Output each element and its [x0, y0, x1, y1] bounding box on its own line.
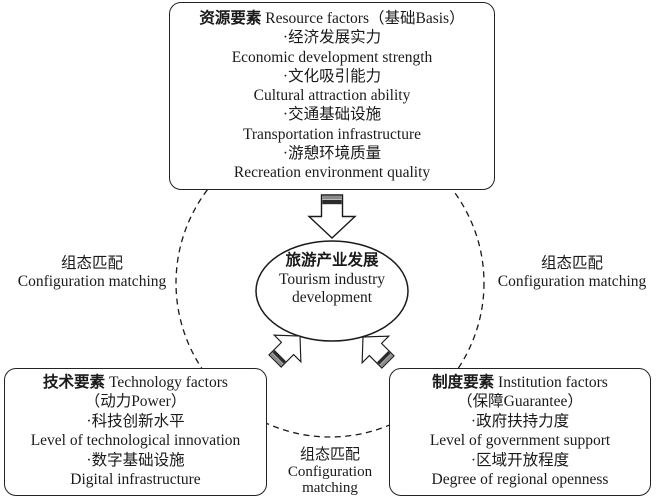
technology-box-heading: 技术要素 Technology factors: [5, 373, 266, 392]
label-zh: 组态匹配: [540, 255, 603, 272]
box-line: Degree of regional openness: [431, 471, 609, 489]
configuration-matching-label-bottom: 组态匹配 Configuration matching: [270, 447, 390, 497]
label-en: Configuration matching: [497, 273, 647, 291]
label-zh: 组态匹配: [60, 255, 123, 272]
label-zh: 组态匹配: [299, 447, 360, 463]
box-line: Level of technological innovation: [30, 432, 241, 450]
label-en: Configuration: [287, 463, 373, 480]
box-line: Level of government support: [429, 432, 611, 450]
institution-box-heading: 制度要素 Institution factors: [390, 373, 650, 392]
box-line: Digital infrastructure: [70, 471, 201, 489]
resource-box-heading-en: Resource factors（基础Basis）: [261, 10, 465, 27]
resource-factors-box: 资源要素 Resource factors（基础Basis） ·经济发展实力 E…: [169, 2, 495, 190]
box-line: ·经济发展实力: [282, 29, 382, 47]
institution-factors-box: 制度要素 Institution factors （保障Guarantee） ·…: [389, 368, 651, 496]
box-line: ·文化吸引能力: [282, 67, 382, 85]
box-line: ·科技创新水平: [86, 412, 185, 430]
label-en: Configuration matching: [17, 273, 167, 291]
box-line: ·区域开放程度: [470, 451, 570, 469]
technology-box-heading-en: Technology factors: [105, 374, 228, 391]
resource-box-heading-zh: 资源要素: [199, 10, 262, 27]
ellipse-title-zh: 旅游产业发展: [285, 252, 379, 269]
institution-box-heading-zh: 制度要素: [432, 374, 495, 391]
configuration-matching-label-left: 组态匹配 Configuration matching: [2, 255, 182, 291]
resource-box-heading: 资源要素 Resource factors（基础Basis）: [170, 9, 494, 28]
technology-box-heading-zh: 技术要素: [43, 374, 106, 391]
box-line: ·游憩环境质量: [282, 145, 382, 163]
box-line: Recreation environment quality: [233, 164, 431, 182]
ellipse-title-en-1: Tourism industry: [278, 270, 386, 288]
down-arrow-icon: [308, 194, 356, 239]
institution-box-heading-en: Institution factors: [494, 374, 608, 391]
ellipse-title-en-2: development: [291, 289, 373, 306]
box-line: Cultural attraction ability: [253, 87, 411, 105]
configuration-matching-label-right: 组态匹配 Configuration matching: [488, 255, 656, 291]
box-line: ·政府扶持力度: [470, 412, 570, 430]
label-en: matching: [302, 480, 358, 497]
box-line: ·数字基础设施: [86, 451, 185, 469]
box-line: Transportation infrastructure: [242, 125, 422, 143]
technology-factors-box: 技术要素 Technology factors （动力Power） ·科技创新水…: [4, 368, 267, 496]
tourism-development-label: 旅游产业发展 Tourism industry development: [256, 252, 408, 308]
box-line: ·交通基础设施: [282, 106, 382, 124]
box-line: Economic development strength: [231, 48, 433, 66]
box-subheading: （动力Power）: [84, 393, 187, 411]
tourism-development-ellipse: [255, 240, 409, 342]
box-subheading: （保障Guarantee）: [457, 393, 583, 411]
